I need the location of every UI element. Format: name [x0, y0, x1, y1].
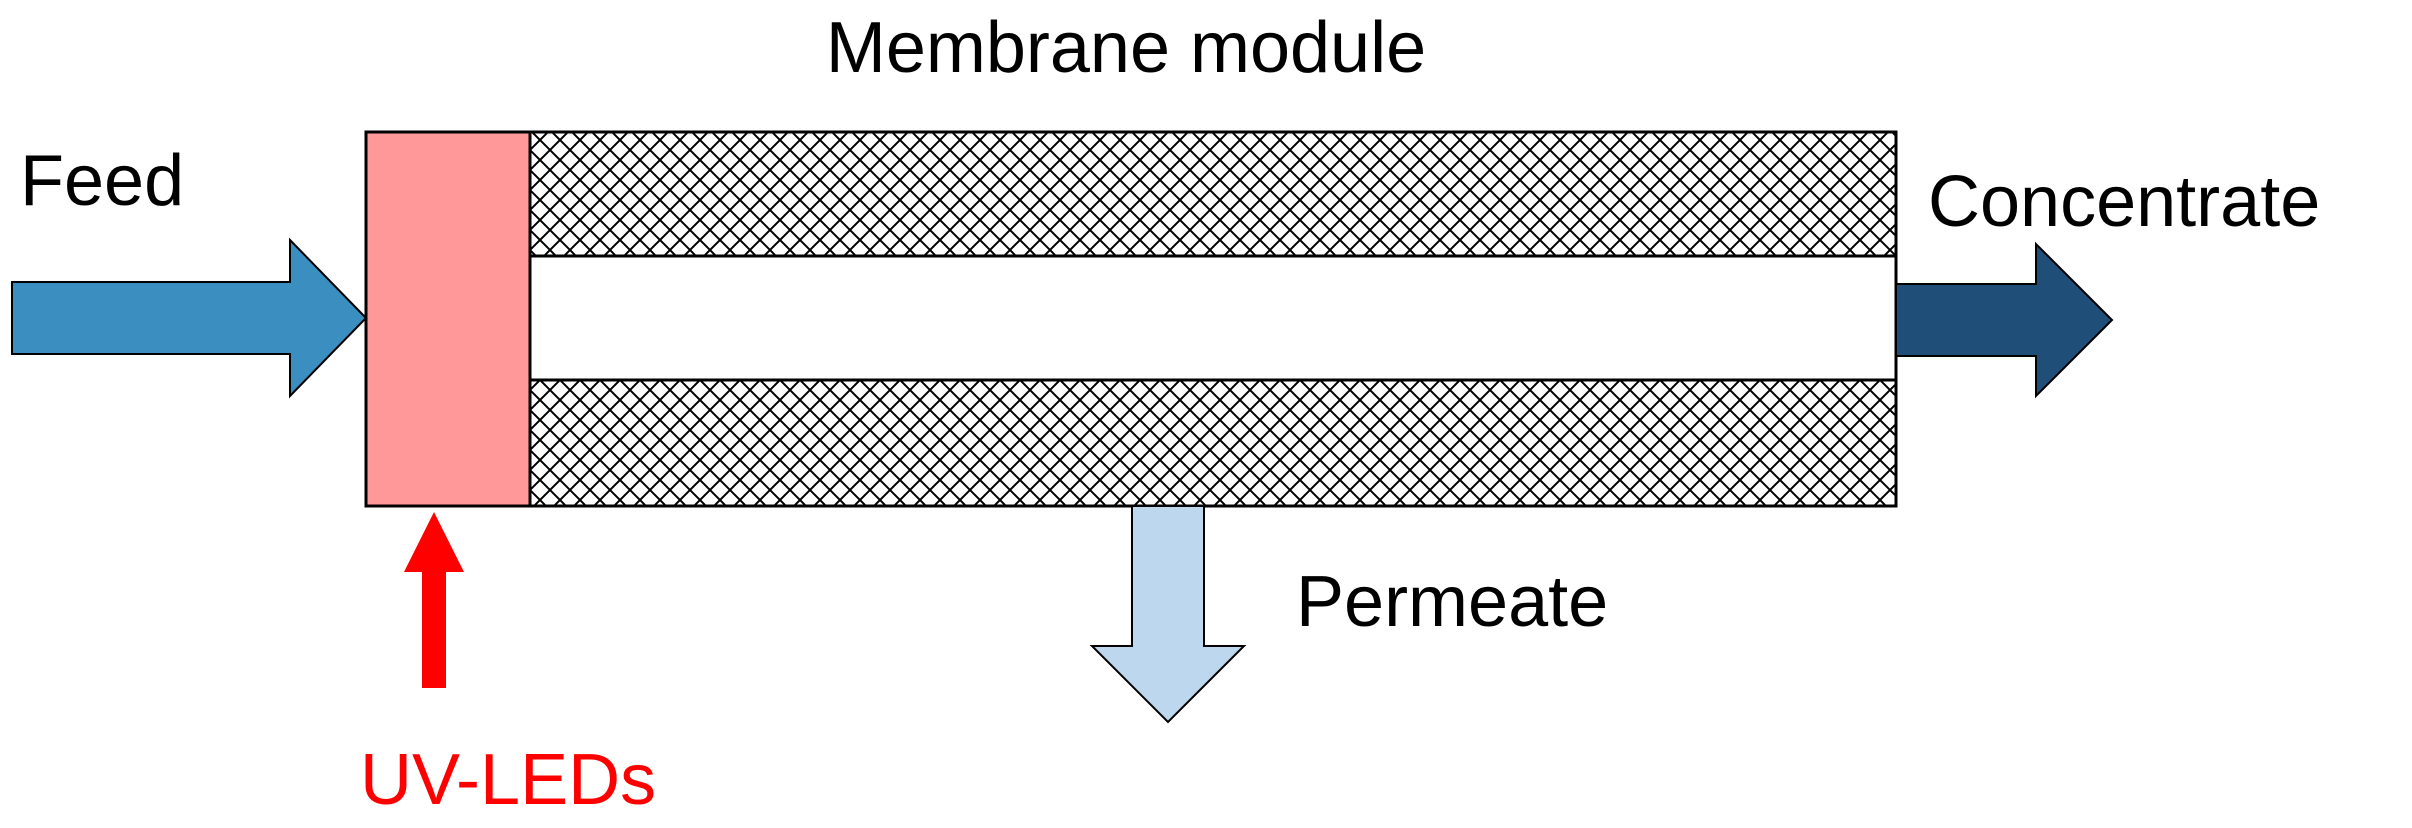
feed-label: Feed — [20, 141, 184, 221]
concentrate-label: Concentrate — [1928, 162, 2320, 242]
up-arrow-icon — [404, 512, 464, 688]
module-title: Membrane module — [826, 8, 1426, 88]
flow-channel — [528, 254, 1898, 382]
right-arrow-icon — [1895, 241, 2114, 399]
membrane-lower — [528, 378, 1898, 508]
membrane-upper — [528, 130, 1898, 258]
uv-led-block — [364, 130, 532, 508]
uv-leds-label: UV-LEDs — [360, 740, 656, 820]
right-arrow-icon — [11, 237, 368, 399]
down-arrow-icon — [1089, 505, 1247, 724]
permeate-label: Permeate — [1296, 562, 1608, 642]
